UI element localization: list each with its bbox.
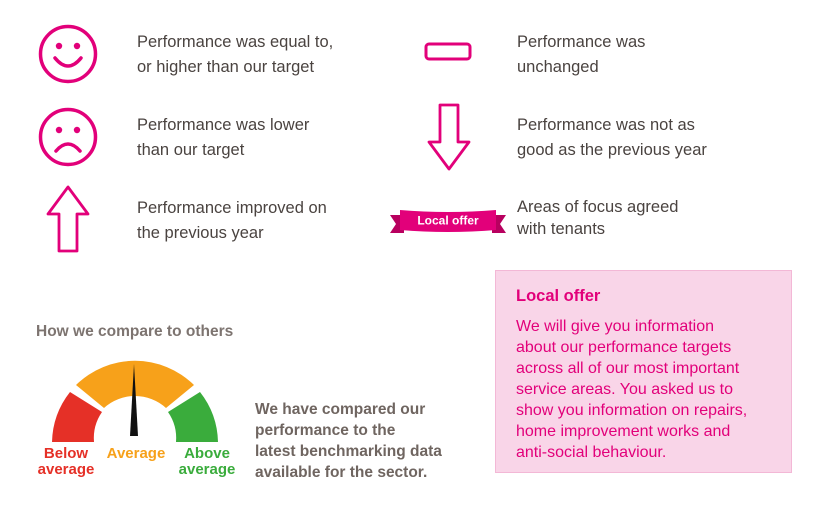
benchmark-gauge-icon xyxy=(52,360,218,442)
gauge-segment-below xyxy=(52,392,102,442)
ribbon-label: Local offer xyxy=(417,214,479,228)
legend-text-lower: Performance was lower than our target xyxy=(137,116,310,159)
unchanged-dash-icon xyxy=(424,42,472,61)
compare-heading: How we compare to others xyxy=(36,323,234,340)
gauge-segment-above xyxy=(168,392,218,442)
legend-text-not-as-good: Performance was not as good as the previ… xyxy=(517,116,707,159)
legend-text-areas-of-focus: Areas of focus agreed with tenants xyxy=(517,198,679,238)
local-offer-body: We will give you information about our p… xyxy=(516,318,748,461)
gauge-needle xyxy=(130,364,138,436)
legend-text-improved: Performance improved on the previous yea… xyxy=(137,199,327,242)
gauge-label-above: Above average xyxy=(178,445,236,478)
legend-text-equal-or-higher: Performance was equal to, or higher than… xyxy=(137,33,334,76)
down-arrow-icon xyxy=(427,103,471,171)
compare-description: We have compared our performance to the … xyxy=(255,401,442,481)
local-offer-ribbon-icon: Local offer xyxy=(390,210,506,233)
legend-text-unchanged: Performance was unchanged xyxy=(517,33,646,76)
up-arrow-icon xyxy=(46,185,90,253)
sad-face-icon xyxy=(38,107,98,167)
happy-face-icon xyxy=(38,24,98,84)
local-offer-box: Local offer We will give you information… xyxy=(495,270,792,473)
gauge-label-average: Average xyxy=(106,445,166,462)
gauge-label-below: Below average xyxy=(37,445,95,478)
local-offer-title: Local offer xyxy=(516,287,601,305)
